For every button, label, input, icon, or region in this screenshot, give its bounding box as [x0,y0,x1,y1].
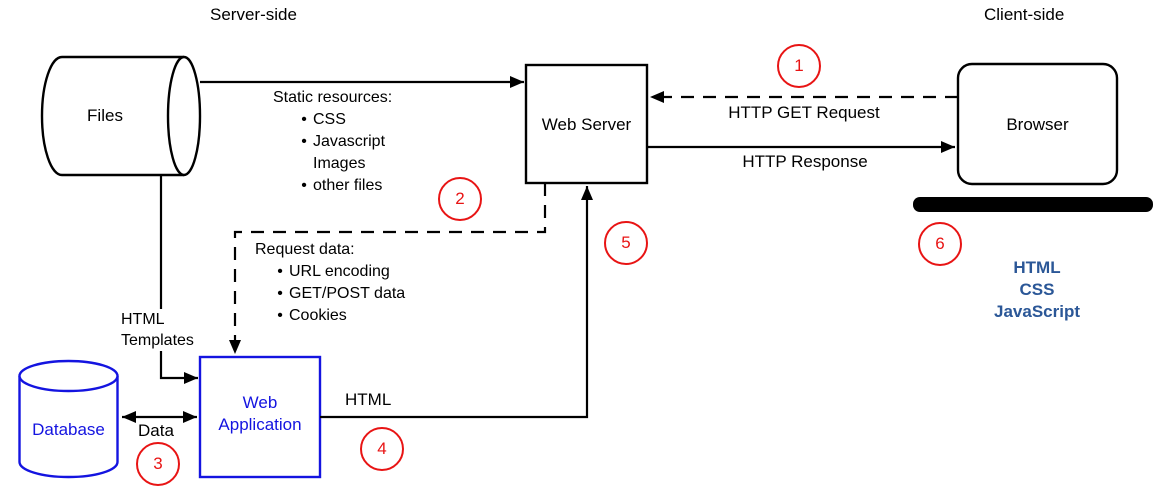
step-badge-6: 6 [918,222,962,266]
request-data-note: Request data: • URL encoding • GET/POST … [255,239,405,327]
bullet-icon: • [301,111,307,128]
bullet-icon: • [277,285,283,302]
web-server-label: Web Server [541,115,632,134]
client-tech-item: CSS [1019,280,1055,299]
bullet-icon: • [301,133,307,150]
bullet-icon: • [301,177,307,194]
request-data-title: Request data: [255,241,355,258]
step-badge-5: 5 [604,221,648,265]
request-data-item: Cookies [289,307,347,324]
html-templates-line1: HTML [119,309,196,330]
bullet-icon: • [277,263,283,280]
edge-html [320,186,593,419]
client-side-label: Client-side [984,5,1065,24]
list-item: • Javascript [295,131,392,153]
files-cylinder [40,55,202,177]
web-application-line1: Web [242,393,278,412]
laptop-base-bar [913,197,1153,212]
client-tech-list: HTML CSS JavaScript [977,257,1097,323]
step-badge-2: 2 [438,177,482,221]
list-item: • URL encoding [271,261,405,283]
database-label: Database [32,420,105,439]
client-tech-item: JavaScript [994,302,1080,321]
database-cylinder [18,359,119,479]
list-item: • other files [295,175,392,197]
static-resources-note: Static resources: • CSS • Javascript • I… [273,87,392,197]
browser-label: Browser [1006,115,1069,134]
request-data-item: GET/POST data [289,285,406,302]
browser-box [956,62,1119,186]
files-label: Files [87,106,123,125]
step-badge-4: 4 [360,427,404,471]
http-get-request-label: HTTP GET Request [728,103,880,122]
static-resource-item: Images [313,155,366,172]
server-side-label: Server-side [210,5,297,24]
step-badge-3: 3 [136,442,180,486]
list-item: • CSS [295,109,392,131]
data-label: Data [138,421,174,440]
static-resources-title: Static resources: [273,89,393,106]
edge-request-data [229,183,547,354]
client-tech-item: HTML [1013,258,1061,277]
html-edge-label: HTML [345,390,392,409]
static-resource-item: CSS [313,111,346,128]
html-templates-line2: Templates [119,330,196,351]
bullet-icon: • [277,307,283,324]
web-application-box [198,355,322,479]
http-response-label: HTTP Response [742,152,868,171]
request-data-item: URL encoding [289,263,390,280]
html-templates-label: HTML Templates [119,309,196,351]
web-application-label: Web Application [200,392,320,436]
edge-html-templates [159,175,198,384]
step-badge-1: 1 [777,44,821,88]
list-item: • GET/POST data [271,283,405,305]
list-item: • Cookies [271,305,405,327]
static-resource-item: Javascript [313,133,386,150]
web-server-box [524,63,649,185]
list-item: • Images [295,153,392,175]
static-resource-item: other files [313,177,383,194]
web-application-line2: Application [218,415,302,434]
